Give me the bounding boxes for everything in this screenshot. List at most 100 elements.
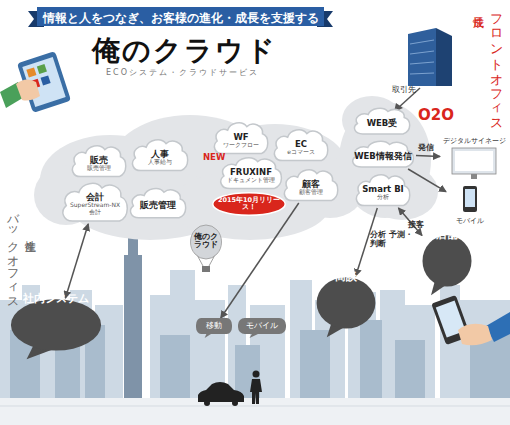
cloud-node: WEB受	[352, 106, 412, 136]
office-building-part-part	[410, 40, 434, 44]
node-sublabel: ワークフロー	[223, 142, 259, 149]
car-silhouette-part	[198, 382, 244, 402]
tower-part	[124, 255, 142, 400]
node-sublabel: 分析	[377, 194, 389, 201]
bsmall-node: 移動	[196, 318, 232, 338]
balloon-body	[191, 225, 222, 259]
cloud-shape	[356, 175, 409, 206]
screen-node: デジタルサイネージ	[440, 136, 508, 180]
cloud-node: 販売販売管理	[70, 143, 128, 179]
phone-node: モバイル	[446, 186, 494, 226]
cloud-shape	[353, 141, 414, 167]
connector-label: 発信	[418, 143, 448, 152]
node-label: 販売管理	[140, 201, 176, 210]
bubble-body	[238, 318, 286, 334]
signage-stand	[471, 174, 477, 179]
node-label: 人事	[151, 150, 169, 159]
node-label: デジタルサイネージ	[443, 137, 506, 146]
balloon-node: 俺のクラウド	[190, 225, 222, 273]
cloud-shape	[221, 158, 282, 189]
new-badge: NEW	[203, 152, 225, 162]
bubble-node: 店舗	[422, 234, 472, 295]
office-building-part-part	[410, 62, 434, 64]
hand-with-tablet-part-part	[37, 64, 47, 74]
ribbon-body	[37, 7, 324, 26]
bubble-outline	[10, 298, 102, 359]
office-building-part	[408, 28, 436, 86]
node-label: モバイル	[246, 321, 278, 331]
node-label: WEB受	[367, 119, 398, 128]
hand-with-tablet-part-part	[41, 75, 51, 85]
cloud-node: 会計SuperStream-NX会計	[60, 180, 130, 224]
person-silhouette-part	[250, 379, 262, 404]
office-building-part-part	[410, 51, 434, 54]
node-sublabel: SuperStream-NX	[70, 202, 120, 209]
node-label: EC	[295, 140, 307, 149]
node-sublabel: 人事給与	[148, 159, 172, 166]
hand-with-tablet-part-part	[26, 67, 36, 77]
node-label: 販売	[90, 156, 108, 165]
cloud-shape	[63, 183, 127, 221]
connector-arrow	[416, 155, 440, 156]
signage-screen	[455, 151, 493, 171]
diagram-title: 俺のクラウド	[92, 32, 277, 70]
person-silhouette	[250, 371, 262, 405]
node-label: 商談	[335, 269, 357, 284]
signage-frame	[452, 148, 496, 174]
bubble-body	[196, 318, 232, 334]
cloud-node: 人事人事給与	[130, 137, 190, 173]
partner-label: 取引先	[392, 84, 416, 95]
subtitle: ECOシステム・クラウドサービス	[106, 67, 259, 78]
connector-label: 接客	[408, 220, 438, 229]
bsmall-node: モバイル	[238, 318, 286, 338]
bubble-node: 商談	[316, 276, 376, 337]
skyline-front-part	[395, 340, 425, 400]
cloud-node: WEB情報発信	[350, 139, 416, 169]
oval-node: 2015年10月リリース！	[212, 192, 286, 216]
node-label: WEB情報発信	[354, 152, 412, 161]
cloud-shape	[133, 140, 188, 171]
node-label: 移動	[206, 321, 222, 331]
node-label: 店舗	[436, 227, 458, 242]
node-label: FRUXINF	[230, 168, 272, 177]
cloud-node: FRUXINFドキュメント管理	[218, 155, 284, 191]
bubble-body	[423, 235, 472, 286]
cloud-shape	[214, 123, 267, 154]
car-silhouette-part	[204, 400, 210, 406]
skyline-front-part	[360, 320, 382, 400]
cloud-group	[34, 115, 365, 240]
office-building-part	[410, 40, 434, 74]
bubble-body	[11, 299, 101, 350]
office-building	[408, 28, 452, 86]
connector-label: 分析 予測・判断	[370, 230, 416, 248]
hand-with-phone-part	[458, 324, 492, 346]
cloud-node: ECeコマース	[272, 127, 330, 163]
node-sublabel: 顧客管理	[299, 189, 323, 196]
cloud-shape	[284, 170, 337, 201]
cloud-node: 顧客顧客管理	[282, 167, 340, 203]
bubble-node: 社内システム	[10, 298, 102, 359]
node-label: モバイル	[456, 216, 484, 226]
person-silhouette-part	[253, 371, 260, 378]
office-building-part-part	[410, 73, 434, 74]
node-sublabel: eコマース	[287, 149, 315, 156]
node-label: WF	[233, 133, 248, 142]
bubble-outline	[316, 276, 376, 337]
hand-with-phone	[431, 295, 510, 345]
balloon-basket	[202, 266, 210, 272]
cloud-node: WFワークフロー	[212, 120, 270, 156]
node-label: 会計	[86, 193, 104, 202]
cloud-node: Smart BI分析	[354, 172, 412, 208]
ribbon-node: 情報と人をつなぎ、お客様の進化・成長を支援する	[28, 6, 333, 30]
cloud-shape	[131, 189, 186, 218]
o2o-label: O2O	[418, 106, 454, 124]
office-building-part	[436, 28, 452, 86]
cloud-node: 販売管理	[128, 186, 188, 220]
skyline-front-part	[160, 335, 190, 400]
node-label: 2015年10月リリース！	[212, 197, 286, 211]
road-line	[0, 406, 510, 407]
connector-arrow	[408, 169, 446, 192]
skyline-back-part	[460, 300, 510, 400]
skyline-front-part	[300, 330, 330, 400]
